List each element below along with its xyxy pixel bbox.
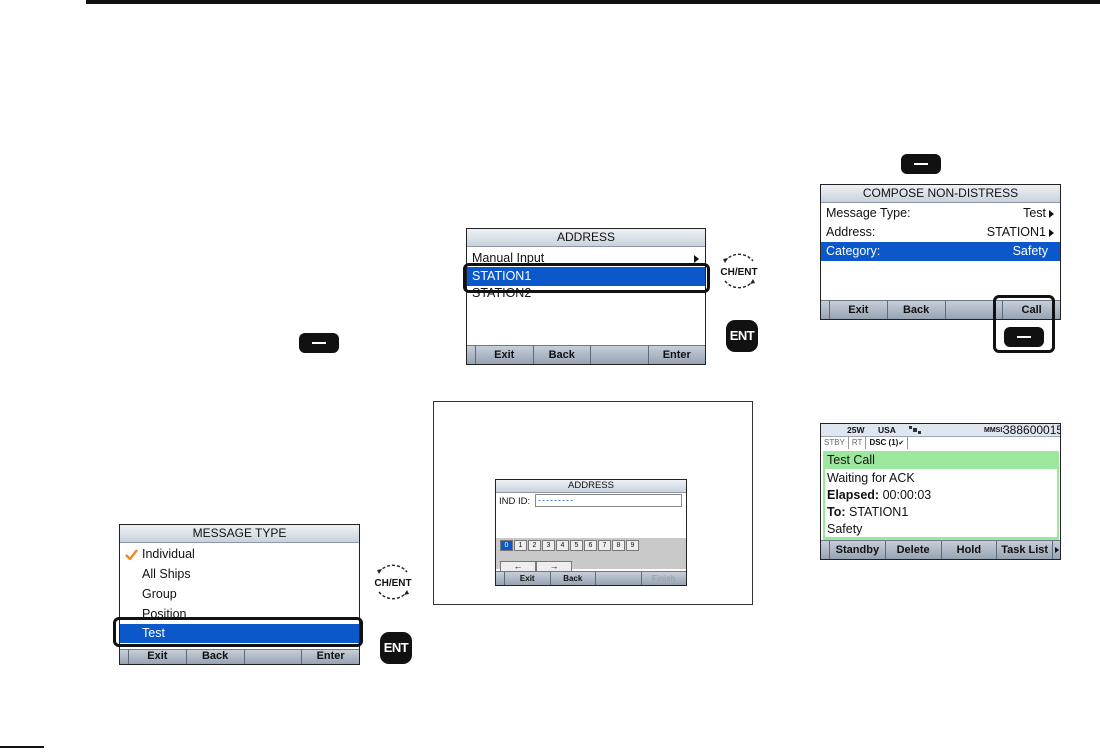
list-item[interactable]: All Ships bbox=[142, 567, 191, 581]
digit-key[interactable]: 8 bbox=[612, 540, 625, 551]
tab-dsc[interactable]: DSC (1)✔ bbox=[866, 437, 909, 449]
softkey-blank[interactable] bbox=[944, 301, 1003, 319]
digit-key[interactable]: 9 bbox=[626, 540, 639, 551]
softkey-exit[interactable]: Exit bbox=[475, 346, 533, 364]
arrow-right-icon bbox=[694, 254, 699, 263]
list-item[interactable]: Manual Input bbox=[467, 247, 705, 265]
tab-rt[interactable]: RT bbox=[849, 437, 867, 449]
arrow-right-icon bbox=[1049, 228, 1054, 237]
softkey-exit[interactable]: Exit bbox=[504, 572, 550, 585]
item-label: Manual Input bbox=[472, 251, 545, 265]
field-label: IND ID: bbox=[499, 496, 531, 507]
digit-key[interactable]: 2 bbox=[528, 540, 541, 551]
call-details bbox=[825, 469, 1057, 537]
check-icon bbox=[125, 549, 138, 560]
softkey-bar: Exit Back Finish bbox=[496, 571, 686, 585]
call-heading: Test Call bbox=[827, 453, 875, 467]
softkey-blank[interactable] bbox=[590, 346, 648, 364]
softkey-exit[interactable]: Exit bbox=[829, 301, 887, 319]
softkey-blank[interactable] bbox=[243, 650, 302, 664]
softkey-delete[interactable]: Delete bbox=[884, 541, 941, 559]
dial-label: CH/ENT bbox=[720, 267, 757, 278]
elapsed-line: Elapsed: 00:00:03 bbox=[827, 488, 932, 502]
softkey-button-icon[interactable] bbox=[299, 333, 339, 353]
dial-icon[interactable]: CH/ENT bbox=[715, 247, 763, 295]
power-indicator: 25W bbox=[847, 425, 865, 435]
list-item-selected[interactable]: Test bbox=[120, 624, 359, 643]
mode-tabs: STBY RT DSC (1)✔ bbox=[821, 437, 909, 449]
selection-highlight bbox=[113, 617, 363, 647]
list-item[interactable]: STATION2 bbox=[472, 286, 532, 300]
selection-highlight bbox=[463, 263, 710, 293]
screen-title: ADDRESS bbox=[467, 229, 705, 247]
digit-key[interactable]: 6 bbox=[584, 540, 597, 551]
screen-title: MESSAGE TYPE bbox=[120, 525, 359, 543]
digit-key[interactable]: 0 bbox=[500, 540, 513, 551]
screen-title: COMPOSE NON-DISTRESS bbox=[821, 185, 1060, 203]
digit-key[interactable]: 5 bbox=[570, 540, 583, 551]
softkey-back[interactable]: Back bbox=[185, 650, 244, 664]
softkey-back[interactable]: Back bbox=[886, 301, 945, 319]
dsc-status-screen: 25W USA MMSI: 388600015 STBY RT DSC (1)✔… bbox=[820, 423, 1061, 560]
softkey-back[interactable]: Back bbox=[549, 572, 596, 585]
satellite-icon bbox=[909, 426, 921, 434]
top-rule bbox=[86, 0, 1100, 4]
chevron-down-icon: ✔ bbox=[898, 440, 905, 447]
softkey-task-list[interactable]: Task List bbox=[996, 541, 1052, 559]
more-arrow[interactable] bbox=[1052, 541, 1060, 559]
softkey-enter[interactable]: Enter bbox=[647, 346, 706, 364]
softkey-bar: Standby Delete Hold Task List bbox=[821, 540, 1060, 559]
list-item-individual[interactable]: Individual bbox=[120, 545, 359, 564]
list-item[interactable]: Group bbox=[142, 587, 177, 601]
softkey-exit[interactable]: Exit bbox=[128, 650, 186, 664]
arrow-right-icon bbox=[1055, 547, 1059, 554]
mmsi-value: 388600015 bbox=[1003, 423, 1061, 437]
address-screen: ADDRESS Manual Input STATION1 STATION2 E… bbox=[466, 228, 706, 365]
dial-icon[interactable]: CH/ENT bbox=[369, 558, 417, 606]
digit-key[interactable]: 3 bbox=[542, 540, 555, 551]
softkey-bar: Exit Back Call bbox=[821, 300, 1060, 319]
softkey-hold[interactable]: Hold bbox=[940, 541, 997, 559]
softkey-button-icon[interactable] bbox=[1004, 327, 1044, 347]
digit-key[interactable]: 4 bbox=[556, 540, 569, 551]
tab-stby[interactable]: STBY bbox=[821, 437, 849, 449]
row-category[interactable]: Category: Safety bbox=[821, 242, 1060, 261]
row-message-type[interactable]: Message Type: Test bbox=[821, 204, 1060, 223]
softkey-enter[interactable]: Enter bbox=[301, 650, 359, 664]
ack-status: Waiting for ACK bbox=[827, 471, 915, 485]
mmsi-label: MMSI: bbox=[984, 427, 1005, 434]
ind-id-field[interactable]: --------- bbox=[535, 494, 682, 507]
softkey-bar: Exit Back Enter bbox=[467, 345, 705, 364]
softkey-blank[interactable] bbox=[595, 572, 641, 585]
softkey-button-icon[interactable] bbox=[901, 154, 941, 174]
softkey-finish[interactable]: Finish bbox=[640, 572, 687, 585]
ent-button[interactable]: ENT bbox=[726, 320, 758, 352]
region-indicator: USA bbox=[878, 425, 896, 435]
call-highlight bbox=[993, 295, 1055, 353]
softkey-back[interactable]: Back bbox=[532, 346, 591, 364]
status-bar bbox=[821, 424, 1060, 437]
digit-key[interactable]: 7 bbox=[598, 540, 611, 551]
list-item-selected[interactable]: STATION1 bbox=[467, 267, 705, 286]
compose-screen: COMPOSE NON-DISTRESS Message Type: Test … bbox=[820, 184, 1061, 320]
softkey-standby[interactable]: Standby bbox=[829, 541, 885, 559]
digit-key[interactable]: 1 bbox=[514, 540, 527, 551]
ent-button[interactable]: ENT bbox=[380, 632, 412, 664]
category-line: Safety bbox=[827, 522, 863, 536]
softkey-bar: Exit Back Enter bbox=[120, 649, 359, 664]
to-line: To: STATION1 bbox=[827, 505, 909, 519]
row-address[interactable]: Address: STATION1 bbox=[821, 223, 1060, 242]
dial-label: CH/ENT bbox=[374, 578, 411, 589]
screen-title: ADDRESS bbox=[496, 480, 686, 493]
arrow-right-icon bbox=[1049, 209, 1054, 218]
softkey-call[interactable]: Call bbox=[1002, 301, 1060, 319]
bottom-rule bbox=[0, 746, 44, 748]
